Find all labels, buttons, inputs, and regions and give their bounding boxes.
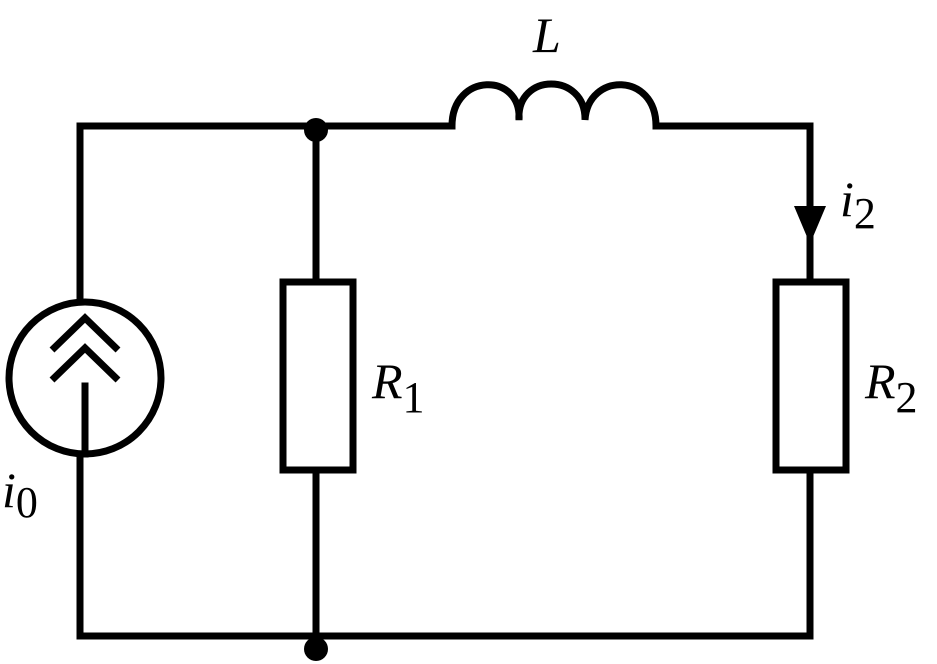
resistor-r2 — [772, 278, 850, 474]
inductor-coil — [448, 80, 660, 127]
resistor-r1 — [279, 278, 357, 474]
label-current-source: i0 — [2, 462, 38, 527]
label-resistor-2: R2 — [864, 353, 918, 422]
wire-left-upper — [76, 122, 320, 304]
label-i0-main: i — [2, 462, 16, 518]
label-inductor: L — [532, 7, 561, 63]
current-source-arrow-icon — [49, 313, 121, 383]
label-r1-main: R — [371, 353, 403, 409]
junction-bottom — [304, 637, 328, 661]
label-i2-sub: 2 — [854, 189, 876, 238]
junction-top — [304, 118, 328, 142]
current-source — [5, 298, 165, 458]
label-r2-main: R — [864, 353, 896, 409]
wire-inductor-to-right — [652, 122, 814, 286]
label-i0-sub: 0 — [16, 478, 38, 527]
label-current-i2: i2 — [840, 171, 876, 238]
label-r1-sub: 1 — [403, 373, 425, 422]
wire-left-lower — [76, 452, 814, 640]
label-r2-sub: 2 — [896, 373, 918, 422]
wires — [76, 122, 814, 640]
label-i2-main: i — [840, 171, 854, 227]
label-resistor-1: R1 — [371, 353, 425, 422]
current-arrow-i2-icon — [794, 206, 826, 244]
